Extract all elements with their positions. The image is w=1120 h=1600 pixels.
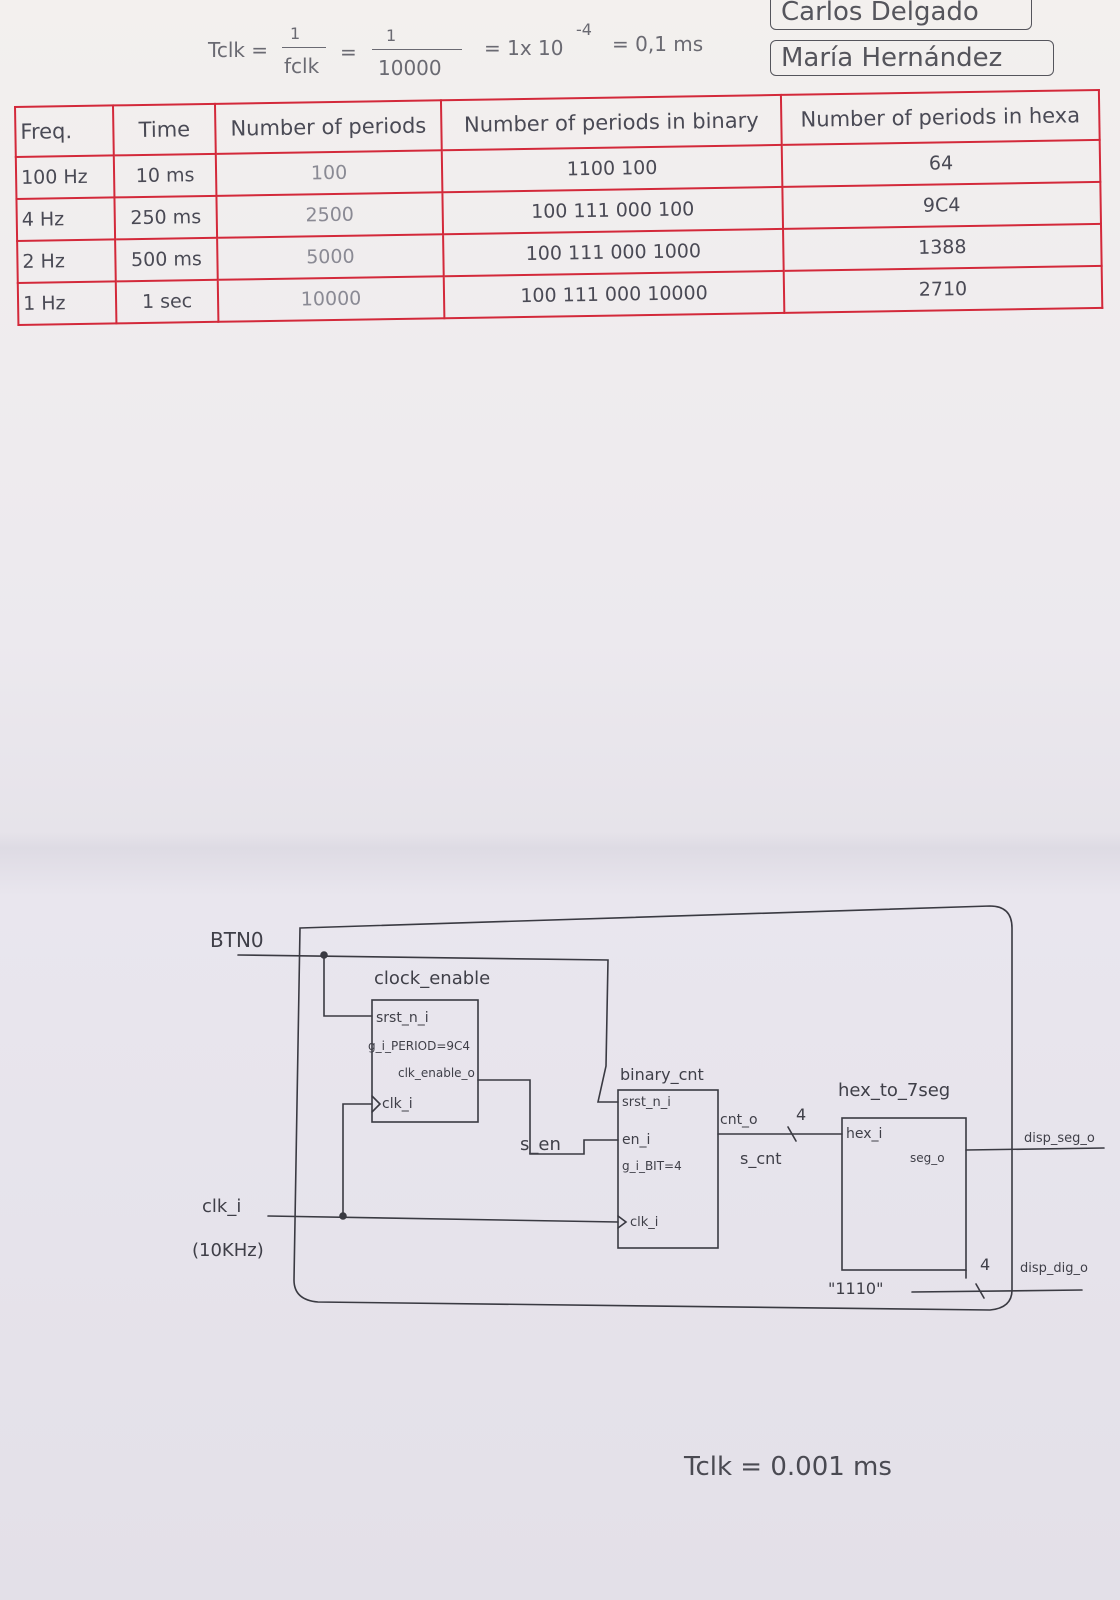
formula-result: = 1x 10 xyxy=(484,36,564,60)
clk-to-clk-en-wire xyxy=(342,1103,373,1217)
clock-triangle xyxy=(371,1095,382,1113)
bus-width-label: 4 xyxy=(980,1255,990,1274)
formula-lhs: Tclk = xyxy=(208,38,269,62)
junction-dot xyxy=(320,951,328,959)
const-dig-label: "1110" xyxy=(828,1279,883,1298)
junction-dot xyxy=(339,1212,347,1220)
out-dig-label: disp_dig_o xyxy=(1020,1261,1088,1276)
formula-result-ms: = 0,1 ms xyxy=(612,32,704,56)
port-cnt-label: cnt_o xyxy=(720,1112,758,1128)
port-srst-label: srst_n_i xyxy=(622,1095,671,1110)
s-en-wire xyxy=(477,1079,619,1155)
signal-en-label: s_en xyxy=(520,1134,561,1155)
port-srst-label: srst_n_i xyxy=(376,1010,429,1026)
clock-triangle xyxy=(617,1215,628,1229)
formula-frac1-num: 1 xyxy=(290,24,301,43)
formula-frac2-den: 10000 xyxy=(378,56,442,80)
author-name-2: María Hernández xyxy=(770,40,1054,76)
fraction-bar xyxy=(282,47,326,48)
btn-to-clk-en-wire xyxy=(323,954,373,1017)
btn-label: BTN0 xyxy=(210,928,264,952)
seg-out-wire xyxy=(965,1147,1105,1151)
signal-cnt-label: s_cnt xyxy=(740,1149,782,1169)
formula-eq: = xyxy=(340,40,357,64)
dig-out-wire xyxy=(911,1289,1083,1293)
hex-to-7seg-title: hex_to_7seg xyxy=(838,1080,950,1101)
clock-enable-block xyxy=(371,999,479,1123)
clock-enable-title: clock_enable xyxy=(374,968,490,989)
port-clk-label: clk_i xyxy=(382,1096,413,1112)
clk-freq-label: (10KHz) xyxy=(192,1240,264,1261)
footer-note: Tclk = 0.001 ms xyxy=(684,1452,892,1482)
bus-width-label: 4 xyxy=(796,1105,806,1124)
btn-wire xyxy=(237,954,619,1103)
top-level-boundary xyxy=(293,905,1013,1311)
port-seg-label: seg_o xyxy=(910,1151,945,1165)
out-seg-label: disp_seg_o xyxy=(1024,1131,1095,1146)
clk-label: clk_i xyxy=(202,1196,241,1217)
clk-wire xyxy=(267,1215,619,1223)
port-enable-label: clk_enable_o xyxy=(398,1066,475,1080)
hex-to-7seg-block xyxy=(841,1117,967,1271)
formula-exponent: -4 xyxy=(576,20,592,39)
port-period-label: g_i_PERIOD=9C4 xyxy=(368,1039,470,1053)
author-name-1: Carlos Delgado xyxy=(770,0,1032,30)
bus-slash xyxy=(787,1126,797,1142)
binary-cnt-block xyxy=(617,1089,719,1249)
binary-cnt-title: binary_cnt xyxy=(620,1065,704,1085)
port-bit-label: g_i_BIT=4 xyxy=(622,1159,682,1173)
port-hex-label: hex_i xyxy=(846,1126,882,1142)
formula-frac2-num: 1 xyxy=(386,26,397,45)
port-clk-label: clk_i xyxy=(630,1215,658,1230)
fraction-bar xyxy=(372,49,462,50)
port-en-label: en_i xyxy=(622,1132,650,1148)
formula-frac1-den: fclk xyxy=(284,54,320,78)
bus-slash xyxy=(975,1283,985,1299)
